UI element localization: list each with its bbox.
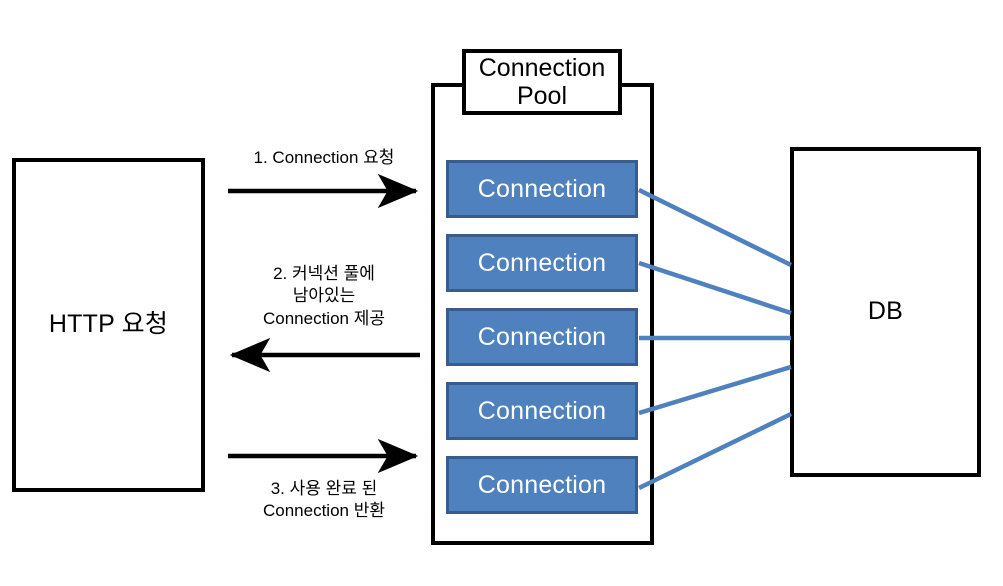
connection-item-2: Connection [446, 234, 638, 292]
http-request-label: HTTP 요청 [48, 310, 169, 339]
database-label: DB [867, 297, 904, 326]
flow-label-1: 1. Connection 요청 [253, 148, 395, 167]
connection-pool-title: Connection Pool [478, 54, 606, 110]
connection-pool-header: Connection Pool [462, 49, 622, 115]
connection-item-4: Connection [446, 382, 638, 440]
connection-item-5: Connection [446, 456, 638, 514]
flow-label-3: 3. 사용 완료 된 Connection 반환 [262, 479, 385, 521]
connection-item-label: Connection [477, 396, 607, 425]
connection-item-label: Connection [477, 322, 607, 351]
connection-item-3: Connection [446, 308, 638, 366]
connection-item-label: Connection [477, 174, 607, 203]
connector-line-2 [638, 260, 792, 316]
http-request-box: HTTP 요청 [12, 158, 205, 492]
connection-item-label: Connection [477, 470, 607, 499]
connection-item-1: Connection [446, 160, 638, 218]
database-box: DB [790, 147, 981, 477]
connector-line-4 [638, 364, 792, 416]
flow-label-2: 2. 커넥션 풀에 남아있는 Connection 제공 [262, 264, 385, 328]
connector-line-5 [638, 411, 792, 491]
connector-line-1 [638, 187, 792, 268]
connection-item-label: Connection [477, 248, 607, 277]
